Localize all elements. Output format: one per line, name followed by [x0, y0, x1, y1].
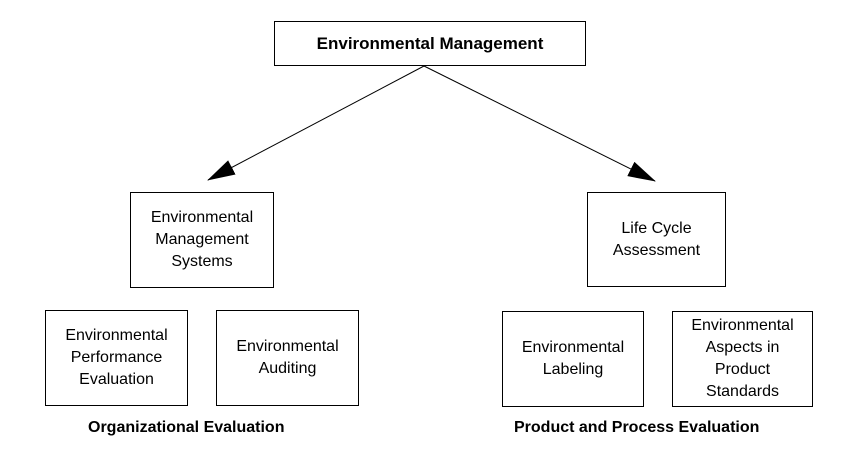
- root-node-label: Environmental Management: [316, 33, 544, 53]
- node-environmental-management-systems: Environmental Management Systems: [130, 192, 274, 288]
- node-label: Environmental Performance Evaluation: [65, 327, 168, 388]
- node-life-cycle-assessment: Life Cycle Assessment: [587, 192, 726, 287]
- arrow-to-ems: [207, 65, 425, 181]
- arrow-to-lca: [423, 65, 656, 182]
- group-label-product-and-process-evaluation: Product and Process Evaluation: [514, 419, 760, 436]
- root-node-environmental-management: Environmental Management: [274, 21, 586, 66]
- node-environmental-performance-evaluation: Environmental Performance Evaluation: [45, 310, 188, 406]
- node-label: Environmental Labeling: [521, 339, 625, 378]
- node-environmental-auditing: Environmental Auditing: [216, 310, 359, 406]
- node-label: Life Cycle Assessment: [612, 219, 701, 259]
- node-label: Environmental Aspects in Product Standar…: [691, 317, 794, 400]
- group-label-organizational-evaluation: Organizational Evaluation: [88, 419, 285, 436]
- node-environmental-aspects-in-product-standards: Environmental Aspects in Product Standar…: [672, 311, 813, 407]
- node-label: Environmental Auditing: [236, 338, 339, 377]
- node-label: Environmental Management Systems: [150, 209, 254, 270]
- node-environmental-labeling: Environmental Labeling: [502, 311, 644, 407]
